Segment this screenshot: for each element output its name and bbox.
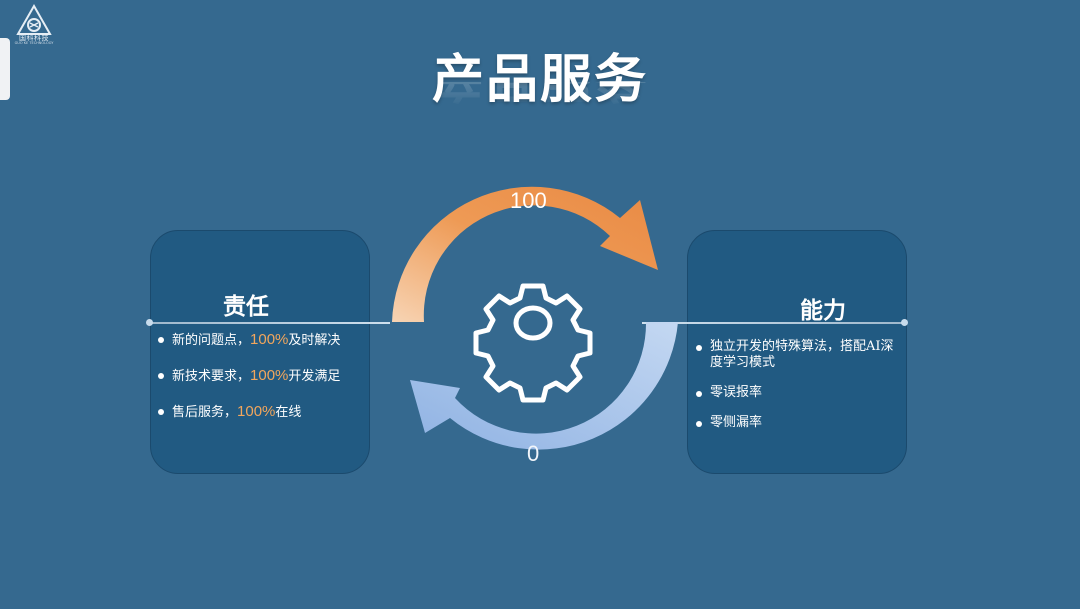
list-item: 独立开发的特殊算法，搭配AI深度学习模式 <box>696 339 906 371</box>
page-title: 产品服务 <box>431 50 648 110</box>
list-item: 新的问题点，100%及时解决 <box>158 331 340 367</box>
orange-arrow <box>392 186 658 322</box>
cycle-top-value: 100 <box>510 188 547 213</box>
list-item: 零误报率 <box>696 385 906 401</box>
capability-list: 独立开发的特殊算法，搭配AI深度学习模式 零误报率 零侧漏率 <box>696 339 906 445</box>
responsibility-list: 新的问题点，100%及时解决 新技术要求，100%开发满足 售后服务，100%在… <box>158 331 340 439</box>
page-title-area: 产品服务 产品服务 <box>0 48 1080 110</box>
cycle-bottom-value: 0 <box>527 441 540 466</box>
side-tab-handle[interactable] <box>0 38 10 100</box>
left-divider-line <box>150 322 390 324</box>
logo-subtitle: GUO KE TECHNOLOGY <box>14 41 54 45</box>
page-title-reflection: 产品服务 <box>0 82 1080 108</box>
logo-icon <box>16 4 52 35</box>
right-divider-line <box>642 322 906 324</box>
capability-card: 能力 <box>687 230 907 474</box>
capability-card-title: 能力 <box>800 298 846 324</box>
right-divider-dot <box>901 319 908 326</box>
responsibility-card-title: 责任 <box>223 294 269 320</box>
gear-icon <box>473 283 593 403</box>
list-item: 新技术要求，100%开发满足 <box>158 367 340 403</box>
list-item: 售后服务，100%在线 <box>158 403 340 439</box>
blue-arrow <box>410 322 678 450</box>
logo-name: 国科科技 <box>19 34 49 42</box>
list-item: 零侧漏率 <box>696 415 906 431</box>
responsibility-card: 责任 <box>150 230 370 474</box>
left-divider-dot <box>146 319 153 326</box>
cycle-diagram <box>392 186 678 450</box>
